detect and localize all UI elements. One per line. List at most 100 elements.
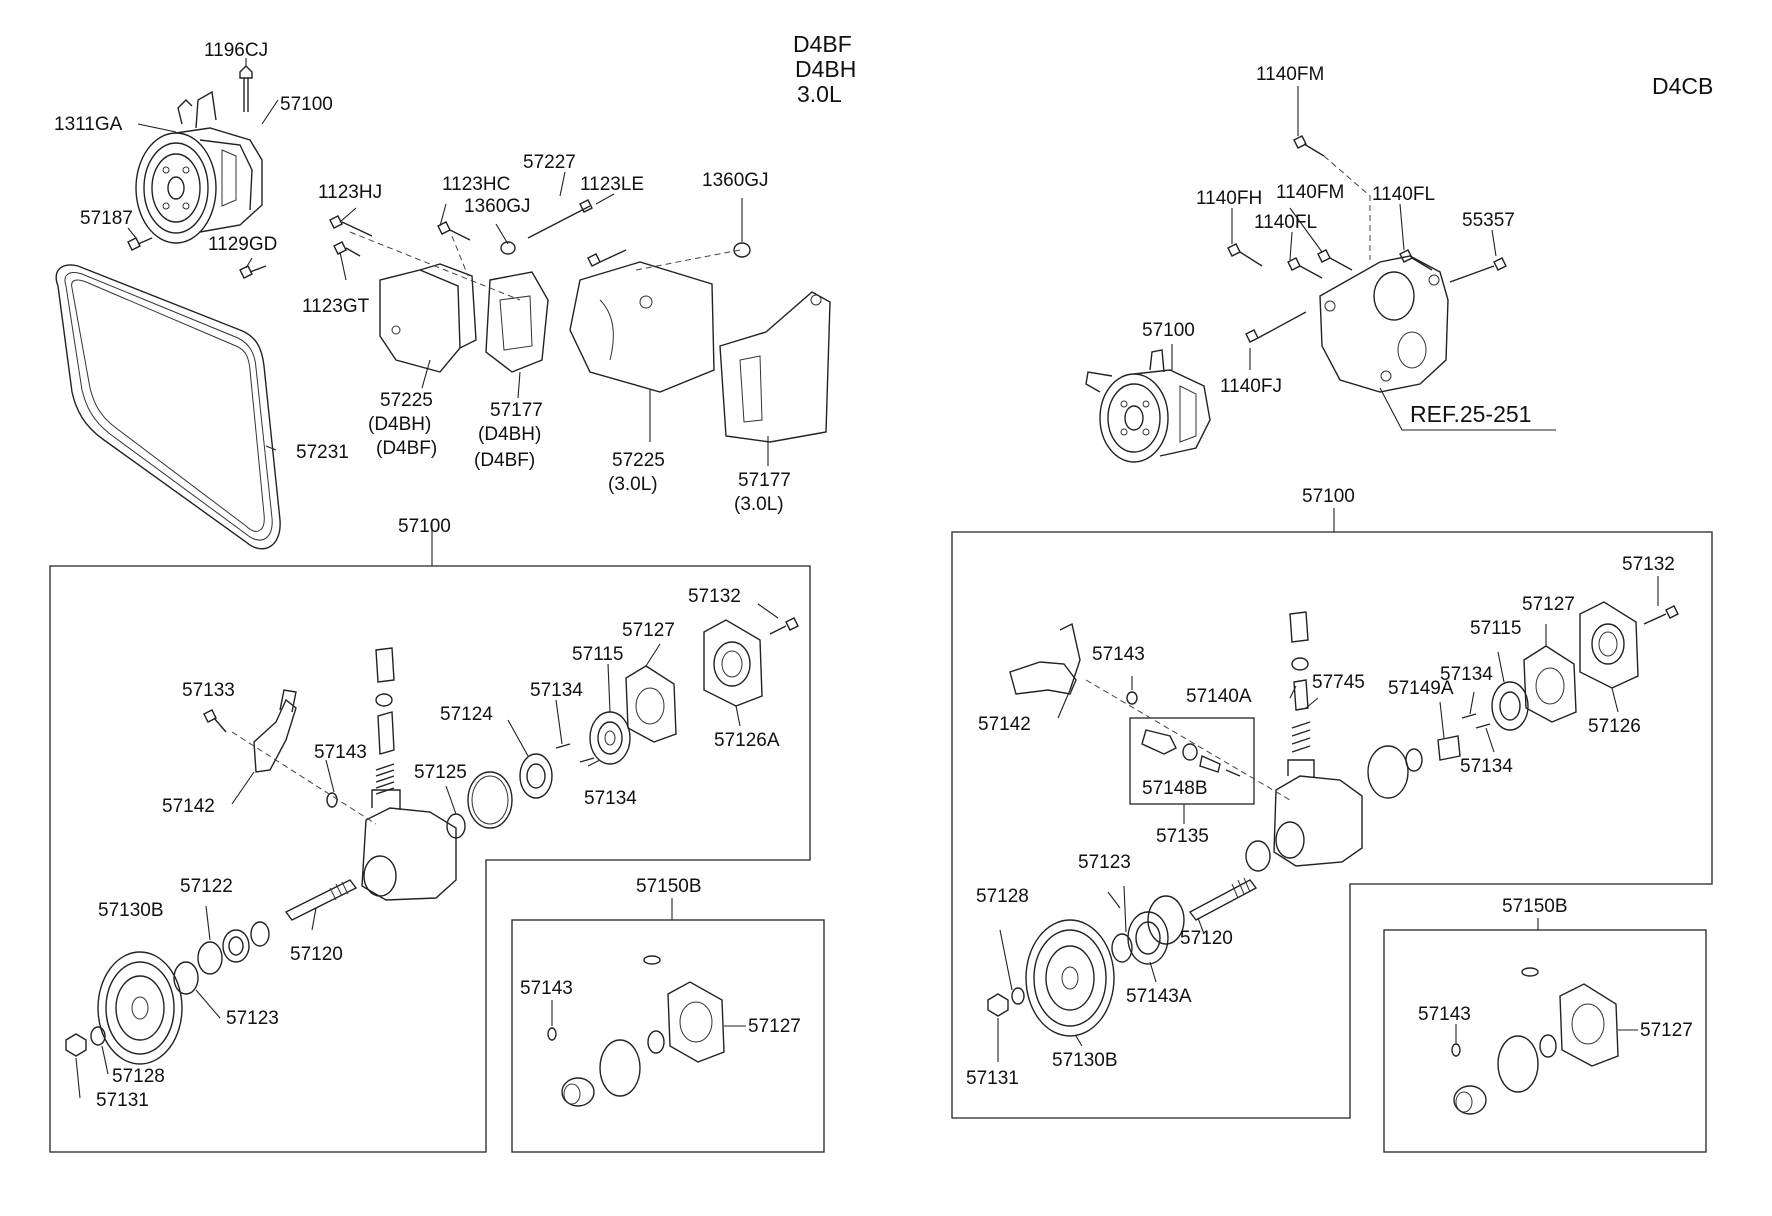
- label-57187: 57187: [80, 208, 133, 229]
- label-57177-b-30l: (3.0L): [734, 494, 784, 515]
- label-1140FH: 1140FH: [1196, 188, 1262, 209]
- label-r-57132: 57132: [1622, 554, 1675, 575]
- label-1123GT: 1123GT: [302, 296, 370, 317]
- left-assembly-title: 57100: [398, 516, 451, 537]
- label-r-kit-57143: 57143: [1418, 1004, 1471, 1025]
- right-assembly-box: [951, 531, 1713, 1119]
- label-1140FM-b: 1140FM: [1276, 182, 1344, 203]
- label-1123LE: 1123LE: [580, 174, 644, 195]
- label-r-57115: 57115: [1470, 618, 1521, 639]
- label-1123HC: 1123HC: [442, 174, 510, 195]
- right-top-leaders: [1171, 86, 1556, 431]
- left-kit-parts: [547, 955, 746, 1107]
- right-section: D4CB: [951, 64, 1713, 1153]
- label-57177-a-d4bh: (D4BH): [478, 424, 541, 445]
- label-57142: 57142: [162, 796, 215, 817]
- right-top-drawing: [1085, 135, 1507, 463]
- label-r-57134-a: 57134: [1440, 664, 1493, 685]
- label-57134-a: 57134: [530, 680, 583, 701]
- label-1140FL-a: 1140FL: [1254, 212, 1317, 233]
- label-57115: 57115: [572, 644, 623, 665]
- right-assembly-parts: [987, 601, 1679, 1037]
- right-57135-box: [1129, 717, 1255, 805]
- label-57231: 57231: [296, 442, 349, 463]
- left-engine-code-1: D4BF: [793, 31, 852, 57]
- right-assembly-leaders: [997, 576, 1659, 1062]
- right-kit-title: 57150B: [1502, 896, 1568, 917]
- label-1140FJ: 1140FJ: [1220, 376, 1282, 397]
- label-r-57120: 57120: [1180, 928, 1233, 949]
- label-57126A: 57126A: [714, 730, 780, 751]
- label-1196CJ: 1196CJ: [204, 40, 268, 61]
- left-assembly-box: [49, 565, 811, 1153]
- label-1140FL-b: 1140FL: [1372, 184, 1435, 205]
- label-57133: 57133: [182, 680, 235, 701]
- label-r-57148B: 57148B: [1142, 778, 1208, 799]
- label-57134-b: 57134: [584, 788, 637, 809]
- label-r-57131: 57131: [966, 1068, 1019, 1089]
- label-57132: 57132: [688, 586, 741, 607]
- label-r-kit-57127: 57127: [1640, 1020, 1693, 1041]
- label-57177-a-d4bf: (D4BF): [474, 450, 535, 471]
- label-r-57745: 57745: [1312, 672, 1365, 693]
- label-57127: 57127: [622, 620, 675, 641]
- left-brackets-d4b: [349, 231, 549, 373]
- label-57100-right-top: 57100: [1142, 320, 1195, 341]
- label-r-57128: 57128: [976, 886, 1029, 907]
- left-kit-box: [511, 919, 825, 1153]
- label-r-57126: 57126: [1588, 716, 1641, 737]
- left-top-labels: 1196CJ 57100 1311GA 57187 1129GD 1123HJ …: [54, 40, 791, 515]
- label-ref-25-251: REF.25-251: [1410, 401, 1531, 427]
- label-r-57140A: 57140A: [1186, 686, 1252, 707]
- label-57225-a-d4bf: (D4BF): [376, 438, 437, 459]
- label-57227: 57227: [523, 152, 576, 173]
- label-r-57149A: 57149A: [1388, 678, 1454, 699]
- right-assembly-title: 57100: [1302, 486, 1355, 507]
- label-57100-top: 57100: [280, 94, 333, 115]
- label-57125: 57125: [414, 762, 467, 783]
- label-r-57135: 57135: [1156, 826, 1209, 847]
- right-engine-code: D4CB: [1652, 73, 1713, 99]
- label-57120: 57120: [290, 944, 343, 965]
- label-57225-b-30l: (3.0L): [608, 474, 658, 495]
- label-kit-57127: 57127: [748, 1016, 801, 1037]
- left-assembly-leaders: [75, 603, 779, 1099]
- label-55357: 55357: [1462, 210, 1515, 231]
- left-assembly-labels: 57132 57127 57115 57133 57134 57124 5712…: [96, 586, 780, 1111]
- label-57225-a-d4bh: (D4BH): [368, 414, 431, 435]
- label-1123HJ: 1123HJ: [318, 182, 382, 203]
- label-r-57143: 57143: [1092, 644, 1145, 665]
- label-1311GA: 1311GA: [54, 114, 123, 135]
- label-57225-b: 57225: [612, 450, 665, 471]
- label-r-57130B: 57130B: [1052, 1050, 1118, 1071]
- left-section: D4BF D4BH 3.0L: [49, 31, 856, 1153]
- label-57131: 57131: [96, 1090, 149, 1111]
- left-kit-title: 57150B: [636, 876, 702, 897]
- label-r-57134-b: 57134: [1460, 756, 1513, 777]
- label-r-57123: 57123: [1078, 852, 1131, 873]
- label-kit-57143: 57143: [520, 978, 573, 999]
- label-r-57142: 57142: [978, 714, 1031, 735]
- left-top-bolts: [127, 65, 751, 279]
- label-1360GJ-a: 1360GJ: [464, 196, 531, 217]
- drive-belt-drawing: [55, 264, 281, 550]
- label-1140FM-a: 1140FM: [1256, 64, 1324, 85]
- label-57123: 57123: [226, 1008, 279, 1029]
- left-pump-drawing: [135, 90, 263, 244]
- label-57177-b: 57177: [738, 470, 791, 491]
- left-engine-code-3: 3.0L: [797, 81, 842, 107]
- label-r-57127: 57127: [1522, 594, 1575, 615]
- right-assembly-labels: 57132 57127 57115 57143 57134 57140A 577…: [966, 554, 1675, 1089]
- left-engine-code-2: D4BH: [795, 56, 856, 82]
- right-top-labels: 1140FM 1140FH 1140FM 1140FL 1140FL 55357…: [1142, 64, 1531, 427]
- label-57128: 57128: [112, 1066, 165, 1087]
- label-57124: 57124: [440, 704, 493, 725]
- label-1129GD: 1129GD: [208, 234, 277, 255]
- left-assembly-parts: [65, 617, 799, 1065]
- label-57143: 57143: [314, 742, 367, 763]
- label-1360GJ-b: 1360GJ: [702, 170, 769, 191]
- label-57225-a: 57225: [380, 390, 433, 411]
- left-brackets-30l: [569, 249, 831, 443]
